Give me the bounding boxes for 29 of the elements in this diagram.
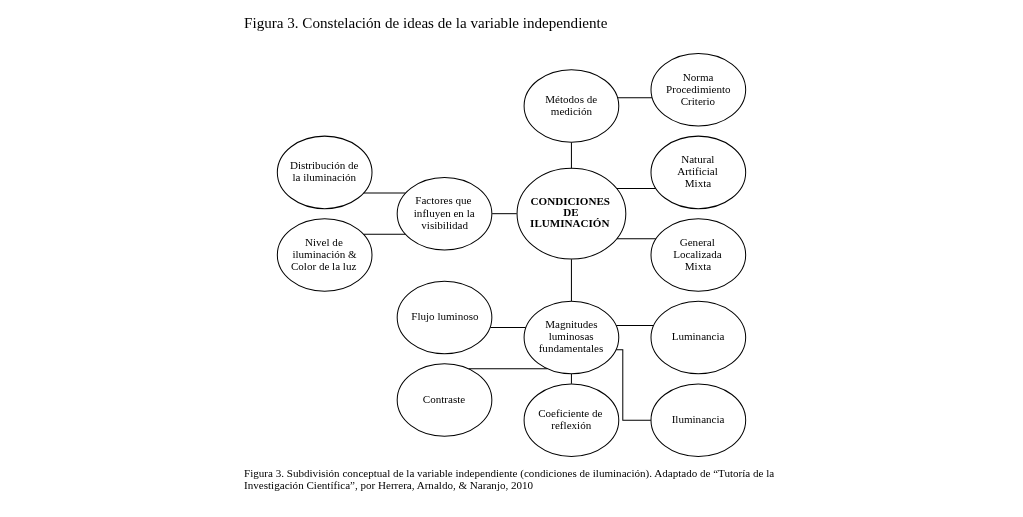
node-ellipse: Magnitudes luminosas fundamentales: [523, 300, 620, 375]
node-ellipse: Coeficiente de reflexión: [523, 383, 620, 457]
node-ellipse: Factores que influyen en la visibilidad: [396, 176, 493, 251]
node-ellipse: CONDICIONES DE ILUMINACIÓN: [516, 167, 627, 260]
connector: [570, 258, 572, 302]
node-ellipse: Natural Artificial Mixta: [650, 135, 747, 210]
node-ellipse: Distribución de la iluminación: [276, 135, 373, 210]
connector: [615, 324, 655, 326]
connector: [570, 373, 572, 385]
node-ellipse: Flujo luminoso: [396, 280, 493, 355]
connector: [363, 233, 406, 235]
node-ellipse: Nivel de iluminación & Color de la luz: [276, 218, 373, 292]
connector: [617, 97, 653, 99]
connector: [570, 141, 572, 169]
node-ellipse: Métodos de medición: [523, 69, 620, 143]
node-ellipse: Luminancia: [650, 300, 747, 375]
caption: Figura 3. Subdivisión conceptual de la variable independiente (condiciones de iluminación). Adaptado de “Tutoría de la Investigación Científica”, por Herrera, Arnaldo, & Naranjo, 2010: [244, 467, 775, 492]
diagram-title: Figura 3. Constelación de ideas de la variable independiente: [244, 15, 608, 32]
connector: [616, 188, 657, 189]
connector: [363, 192, 406, 194]
connector: [616, 238, 657, 240]
connector: [615, 349, 652, 421]
connector: [491, 213, 518, 215]
connector: [468, 368, 548, 370]
node-ellipse: Norma Procedimiento Criterio: [650, 53, 747, 127]
node-ellipse: Contraste: [396, 363, 493, 437]
connector: [489, 327, 527, 328]
node-ellipse: Iluminancia: [650, 383, 747, 457]
node-ellipse: General Localizada Mixta: [650, 218, 747, 292]
